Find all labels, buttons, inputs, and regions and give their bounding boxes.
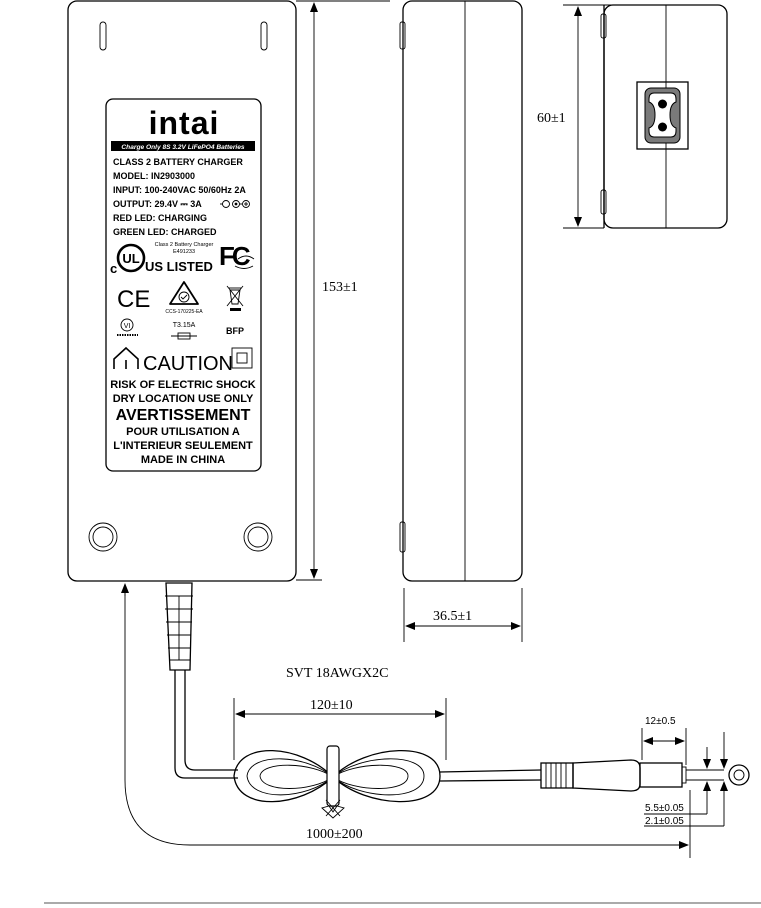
label-line-1: MODEL: IN2903000: [113, 171, 195, 181]
side-clip-top: [399, 21, 406, 50]
foot-left: [88, 522, 118, 552]
label-banner-bg: [111, 141, 255, 151]
label-line-2: INPUT: 100-240VAC 50/60Hz 2A: [113, 185, 246, 195]
end-clip-bottom: [600, 189, 607, 215]
height-dimension: 153±1: [296, 0, 390, 581]
fcc-logo-icon: FC: [219, 241, 255, 271]
plug-length-dimension: 12±0.5: [641, 716, 687, 765]
product-label: intai Charge Only 8S 3.2V LiFePO4 Batter…: [105, 98, 262, 472]
mount-slot-right: [260, 21, 268, 51]
ul-logo-icon: UL: [116, 243, 146, 273]
rcm-mark-icon: [169, 281, 199, 305]
vi-efficiency-icon: VI: [117, 318, 138, 336]
adapter-body-end: [603, 4, 728, 229]
caution-text: CAUTION: [143, 353, 233, 375]
dc-plug: [540, 759, 724, 792]
fr-line-0: POUR UTILISATION A: [126, 426, 240, 438]
coil-dimension: 120±10: [233, 698, 447, 760]
plug-outer-dia-label: 5.5±0.05: [645, 803, 684, 814]
dc-cable: [174, 670, 542, 819]
label-line-4: RED LED: CHARGING: [113, 213, 207, 223]
strain-relief: [165, 582, 193, 671]
height-label: 153±1: [322, 280, 358, 295]
ul-suffix: US LISTED: [145, 259, 213, 274]
side-clip-bottom: [399, 521, 406, 553]
label-banner: Charge Only 8S 3.2V LiFePO4 Batteries: [121, 144, 244, 151]
end-view: [600, 4, 728, 229]
cable-length-dimension: 1000±200: [121, 583, 691, 858]
mount-slot-left: [99, 21, 107, 51]
cable-length-label: 1000±200: [306, 827, 363, 842]
rcm-code: CCS-170225-EA: [165, 309, 203, 315]
cable-spec: SVT 18AWGX2C: [286, 666, 388, 681]
warning-line-1: DRY LOCATION USE ONLY: [113, 393, 254, 405]
front-view: intai Charge Only 8S 3.2V LiFePO4 Batter…: [67, 0, 297, 671]
polarity-icon: [220, 200, 250, 208]
cable-coil: [233, 745, 441, 819]
plug-inner-dia-label: 2.1±0.05: [645, 816, 684, 827]
diameter-dimensions: 5.5±0.05 2.1±0.05: [644, 732, 728, 827]
adapter-body-side: [402, 0, 523, 582]
avertissement-text: AVERTISSEMENT: [116, 407, 251, 424]
plug-length-label: 12±0.5: [645, 716, 676, 727]
label-line-0: CLASS 2 BATTERY CHARGER: [113, 157, 243, 167]
fr-line-1: L'INTERIEUR SEULEMENT: [113, 440, 253, 452]
ul-note-2: E491233: [173, 249, 195, 255]
fr-line-2: MADE IN CHINA: [141, 454, 225, 466]
fuse-rating: T3.15A: [173, 322, 196, 329]
ul-prefix: c: [110, 261, 117, 276]
weee-bin-icon: [226, 285, 244, 311]
plug-end-circle: [728, 764, 750, 786]
home-icon: [113, 346, 139, 369]
ul-note-1: Class 2 Battery Charger: [155, 242, 214, 248]
svg-text:VI: VI: [124, 323, 131, 330]
ce-mark-icon: CE: [117, 286, 150, 313]
double-insulation-icon: [231, 347, 253, 369]
bfp-text: BFP: [226, 326, 244, 336]
ac-inlet-c8: [636, 81, 689, 150]
cable-tie: [326, 745, 340, 807]
end-clip-top: [600, 13, 607, 39]
label-line-5: GREEN LED: CHARGED: [113, 227, 217, 237]
label-line-3: OUTPUT: 29.4V ⎓ 3A: [113, 199, 202, 209]
warning-line-0: RISK OF ELECTRIC SHOCK: [110, 379, 256, 391]
depth-label: 36.5±1: [433, 609, 472, 624]
socket-height-label: 60±1: [537, 111, 566, 126]
label-brand: intai: [149, 105, 220, 141]
depth-dimension: 36.5±1: [403, 588, 523, 642]
socket-height-dimension: 60±1: [537, 4, 604, 229]
foot-right: [243, 522, 273, 552]
adapter-body-front: [67, 0, 297, 582]
svg-text:UL: UL: [122, 251, 139, 266]
fuse-icon: [171, 332, 197, 340]
coil-length-label: 120±10: [310, 698, 353, 713]
side-view: [399, 0, 523, 582]
